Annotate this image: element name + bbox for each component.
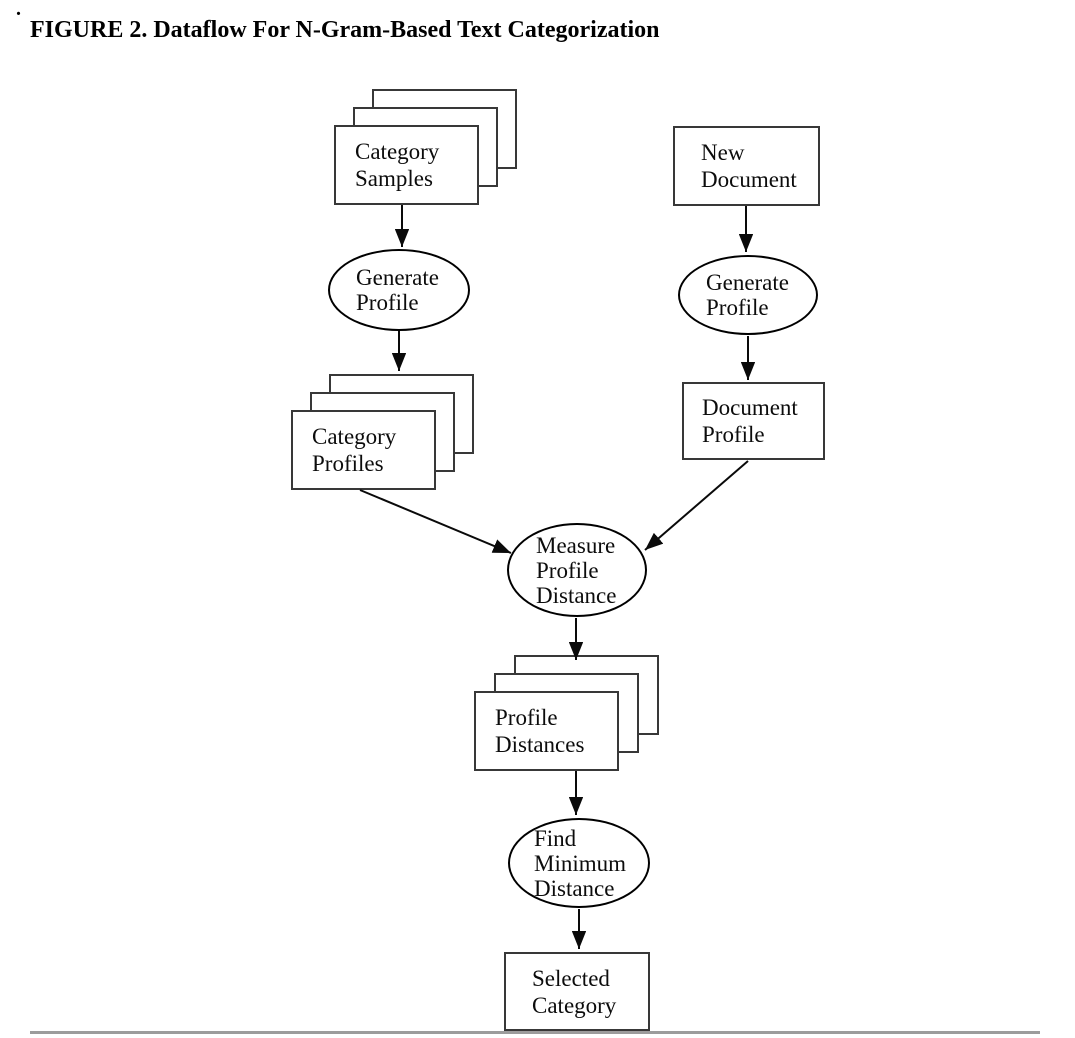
node-document-profile: Document Profile (682, 382, 825, 460)
node-label: Category Profiles (312, 424, 397, 476)
node-find-minimum-distance: Find Minimum Distance (508, 818, 650, 908)
node-label: Generate Profile (356, 265, 439, 315)
stacked-sheet-front: Profile Distances (474, 691, 619, 771)
stray-period: . (16, 0, 21, 20)
edge-document-profile-to-measure (644, 460, 749, 551)
node-label: Document Profile (702, 395, 798, 447)
node-measure-profile-distance: Measure Profile Distance (507, 523, 647, 617)
node-label: Selected Category (532, 965, 617, 1018)
node-category-samples: Category Samples (334, 89, 519, 207)
stacked-sheet-front: Category Profiles (291, 410, 436, 490)
node-label: Find Minimum Distance (534, 825, 627, 901)
node-label: Category Samples (355, 139, 440, 191)
node-label: Profile Distances (495, 705, 585, 757)
node-label: New Document (701, 140, 797, 192)
node-generate-profile-left: Generate Profile (328, 249, 470, 331)
node-label: Generate Profile (706, 270, 789, 320)
node-category-profiles: Category Profiles (291, 374, 476, 492)
node-generate-profile-right: Generate Profile (678, 255, 818, 335)
node-profile-distances: Profile Distances (474, 655, 659, 773)
figure-title: FIGURE 2. Dataflow For N-Gram-Based Text… (30, 17, 660, 43)
stacked-sheet-front: Category Samples (334, 125, 479, 205)
node-label: Measure Profile Distance (536, 532, 617, 608)
edge-category-profiles-to-measure (359, 489, 512, 554)
node-selected-category: Selected Category (504, 952, 650, 1031)
bottom-rule-divider (30, 1031, 1040, 1034)
node-new-document: New Document (673, 126, 820, 206)
